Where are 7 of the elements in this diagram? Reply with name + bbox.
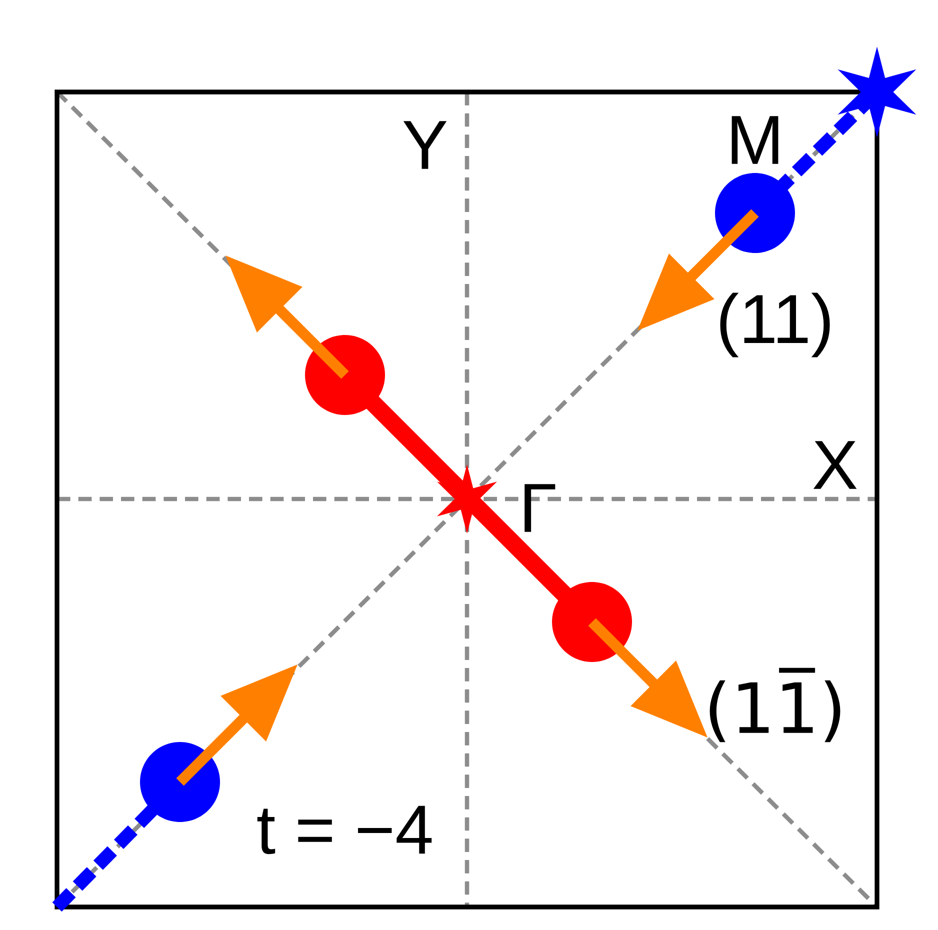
point-label: M xyxy=(732,116,778,164)
point-label: X xyxy=(813,441,857,489)
point-label: (11) xyxy=(720,292,830,358)
point-label: Γ xyxy=(524,484,556,532)
point-label: Y xyxy=(403,121,447,169)
time-label: t = −4 xyxy=(257,806,432,854)
point-label: (11̅) xyxy=(710,668,840,742)
